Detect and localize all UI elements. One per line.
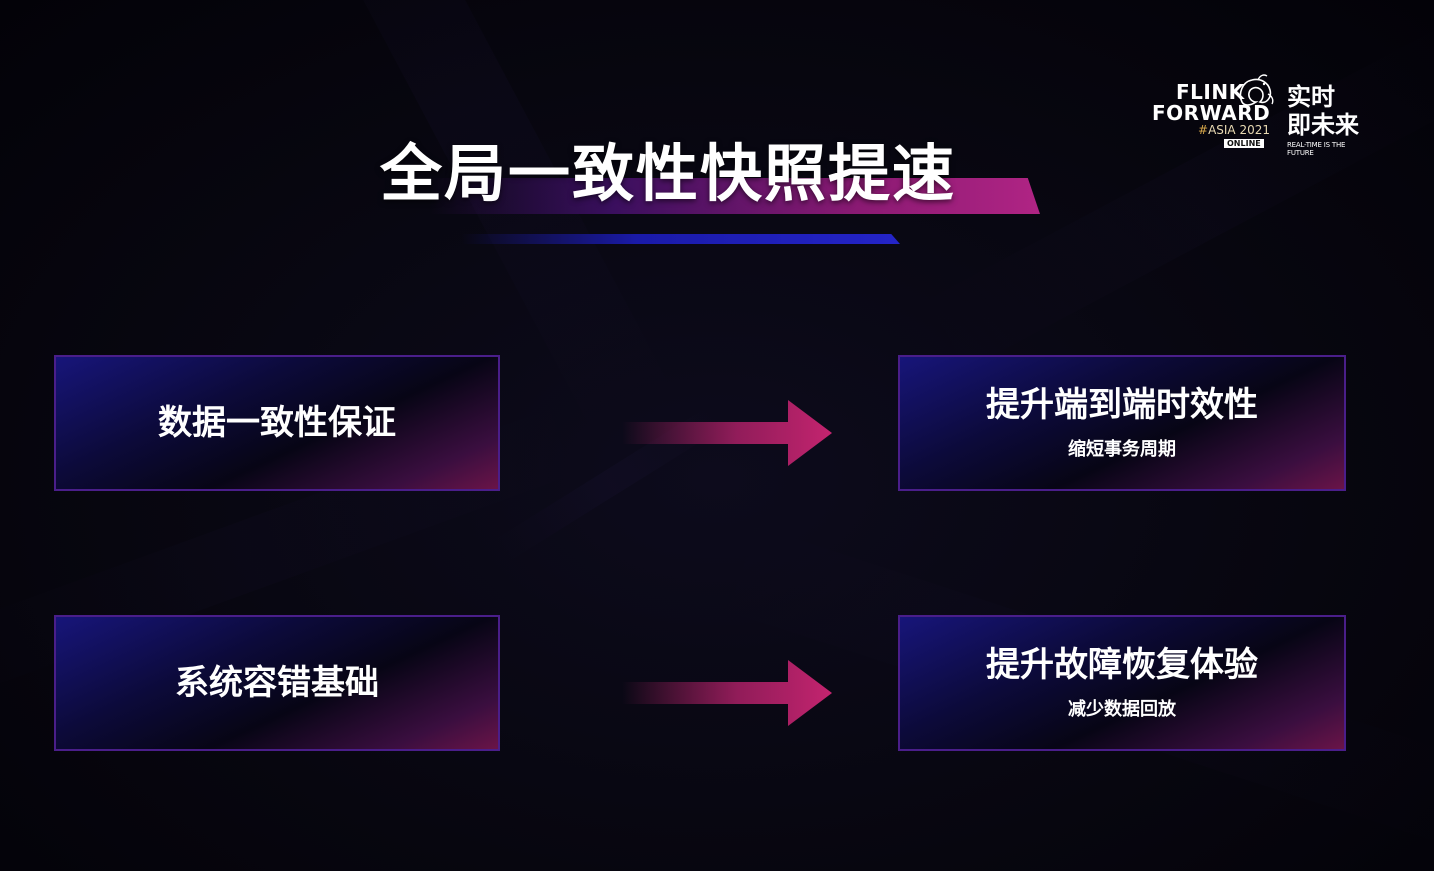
right-arrow-icon xyxy=(622,400,832,466)
slide-title: 全局一致性快照提速 xyxy=(380,137,957,210)
left-box-fault-tolerance: 系统容错基础 xyxy=(54,615,500,751)
logo-hash: # xyxy=(1198,123,1209,137)
logo-asia-year: ASIA 2021 xyxy=(1208,123,1270,137)
box-label: 提升故障恢复体验 xyxy=(986,645,1258,685)
logo-flink-text: FLINK xyxy=(1176,80,1245,104)
logo-forward-text: FORWARD xyxy=(1152,101,1271,125)
squirrel-icon xyxy=(1239,74,1274,106)
left-box-data-consistency: 数据一致性保证 xyxy=(54,355,500,491)
title-underline-bar xyxy=(462,234,900,244)
logo-online-badge: ONLINE xyxy=(1224,139,1264,148)
title-highlight-bar xyxy=(430,178,1040,214)
right-box-end-to-end-latency: 提升端到端时效性 缩短事务周期 xyxy=(898,355,1346,491)
logo-slogan-line2: 即未来 xyxy=(1287,111,1359,139)
box-sublabel: 缩短事务周期 xyxy=(1068,439,1176,460)
logo-asia-text: #ASIA 2021 xyxy=(1198,124,1270,137)
right-arrow-icon xyxy=(622,660,832,726)
right-box-failure-recovery: 提升故障恢复体验 减少数据回放 xyxy=(898,615,1346,751)
box-label: 提升端到端时效性 xyxy=(986,385,1258,425)
logo-slogan-line1: 实时 xyxy=(1287,83,1335,111)
box-label: 数据一致性保证 xyxy=(158,403,396,443)
box-sublabel: 减少数据回放 xyxy=(1068,699,1176,720)
logo-slogan-english: REAL-TIME IS THE FUTURE xyxy=(1287,141,1346,157)
box-label: 系统容错基础 xyxy=(175,663,379,703)
flink-forward-logo: FLINK FORWARD #ASIA 2021 ONLINE 实时 即未来 R… xyxy=(1150,74,1370,157)
